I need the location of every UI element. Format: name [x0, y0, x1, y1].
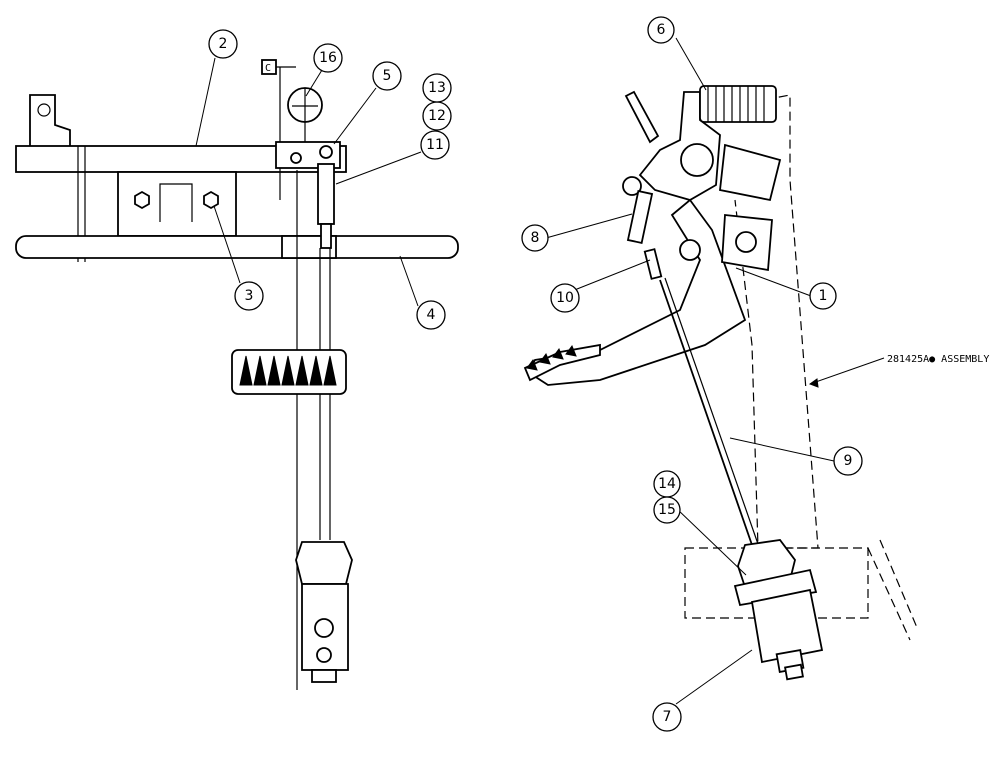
svg-text:6: 6 [657, 22, 666, 38]
clevis [626, 190, 654, 244]
callout-12: 12 [422, 101, 452, 131]
mounting-flange [733, 568, 818, 607]
centerline-tag: C [265, 63, 271, 74]
callout-5: 5 [372, 61, 402, 91]
callout-2: 2 [208, 29, 238, 59]
svg-text:2: 2 [219, 36, 228, 52]
callout-3: 3 [234, 281, 264, 311]
hex-nut-left [134, 190, 150, 210]
svg-text:4: 4 [427, 307, 436, 323]
svg-text:14: 14 [658, 476, 676, 492]
callout-13: 13 [422, 73, 452, 103]
callout-9: 9 [833, 446, 863, 476]
linkage-block [317, 163, 335, 225]
hex-nut-right [203, 190, 219, 210]
valve-body-side [750, 588, 824, 664]
callout-10: 10 [550, 283, 580, 313]
svg-text:1: 1 [819, 288, 828, 304]
pivot-boss [680, 143, 714, 177]
callout-16: 16 [313, 43, 343, 73]
svg-text:9: 9 [844, 453, 853, 469]
svg-text:8: 8 [531, 230, 540, 246]
lower-rail [15, 235, 459, 259]
svg-text:7: 7 [663, 709, 672, 725]
svg-text:16: 16 [319, 50, 337, 66]
svg-text:11: 11 [426, 137, 444, 153]
svg-text:3: 3 [245, 288, 254, 304]
callout-14: 14 [653, 470, 681, 498]
svg-text:13: 13 [428, 80, 446, 96]
callout-15: 15 [653, 496, 681, 524]
callout-4: 4 [416, 300, 446, 330]
right-view [523, 85, 919, 681]
callout-8: 8 [521, 224, 549, 252]
svg-text:5: 5 [383, 68, 392, 84]
callout-1: 1 [809, 282, 837, 310]
assembly-note: 281425A● ASSEMBLY [887, 354, 989, 365]
rod-end [643, 248, 663, 280]
leader-lines [195, 37, 885, 705]
svg-text:12: 12 [428, 108, 446, 124]
callout-6: 6 [647, 16, 675, 44]
boot-front [295, 541, 353, 585]
svg-text:15: 15 [658, 502, 676, 518]
callout-11: 11 [420, 130, 450, 160]
callout-7: 7 [652, 702, 682, 732]
svg-text:10: 10 [556, 290, 574, 306]
return-spring [699, 85, 777, 123]
push-rod [659, 279, 753, 546]
pedal-tread [239, 355, 337, 386]
mounting-bracket [29, 94, 71, 151]
left-view: C [15, 59, 459, 690]
